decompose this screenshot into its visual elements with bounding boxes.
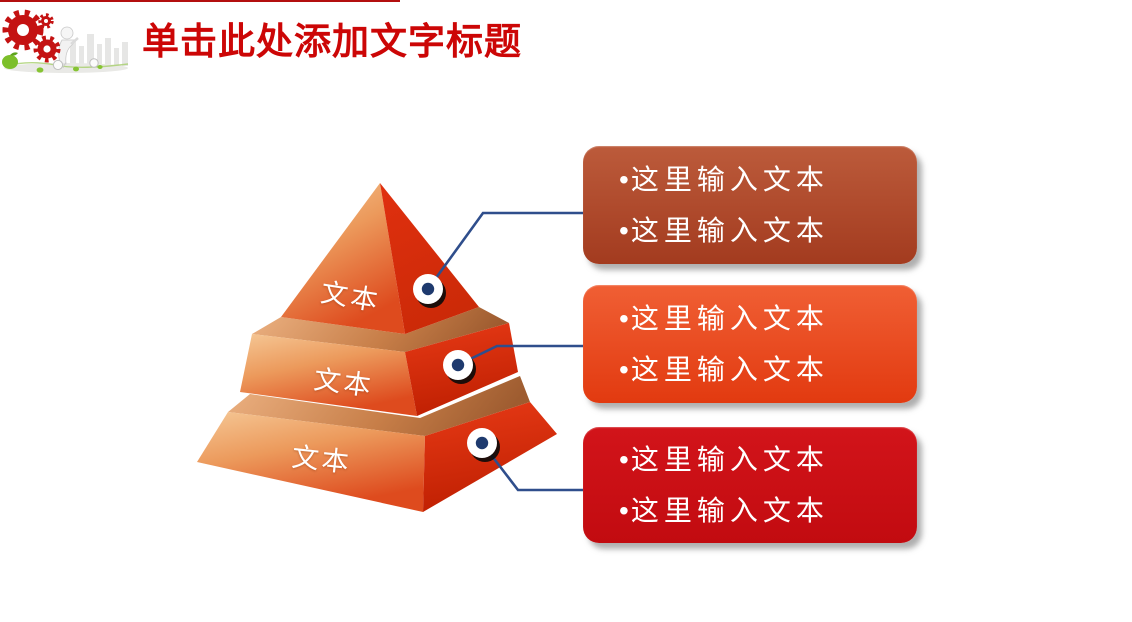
callout-2-text-2: 这里输入文本 <box>630 353 829 385</box>
callout-3-line-1: •这里输入文本 <box>619 443 917 475</box>
node-1-shadow <box>416 278 446 308</box>
slide-title[interactable]: 单击此处添加文字标题 <box>142 21 522 62</box>
bullet-icon: • <box>619 443 629 475</box>
callout-box-1[interactable]: •这里输入文本 •这里输入文本 <box>583 146 917 264</box>
bullet-icon: • <box>619 214 629 246</box>
pyramid-level-2-label[interactable]: 文本 <box>312 364 376 402</box>
red-gears-icon <box>2 9 61 63</box>
callout-2-text-1: 这里输入文本 <box>630 302 829 334</box>
pyramid-level-3-label[interactable]: 文本 <box>290 441 354 479</box>
callout-3-text-1: 这里输入文本 <box>630 443 829 475</box>
node-1-dot <box>421 282 435 296</box>
callout-1-text-2: 这里输入文本 <box>630 214 829 246</box>
callout-box-3[interactable]: •这里输入文本 •这里输入文本 <box>583 427 917 543</box>
pyramid-level-2-right-face <box>405 323 518 416</box>
node-1 <box>413 274 443 304</box>
header-decoration-image <box>2 9 129 73</box>
callout-2-line-2: •这里输入文本 <box>619 353 917 385</box>
connector-nodes <box>413 274 500 462</box>
node-3 <box>467 428 497 458</box>
callout-3-text-2: 这里输入文本 <box>630 494 829 526</box>
green-plant-icon <box>2 52 103 73</box>
node-3-shadow <box>470 432 500 462</box>
callout-box-2[interactable]: •这里输入文本 •这里输入文本 <box>583 285 917 403</box>
pyramid-level-1-right-face <box>380 183 479 334</box>
node-2 <box>443 350 473 380</box>
bullet-icon: • <box>619 302 629 334</box>
node-3-dot <box>475 436 489 450</box>
callout-1-line-2: •这里输入文本 <box>619 214 917 246</box>
pyramid-level-3-right-face <box>423 402 557 512</box>
top-accent-strip <box>0 0 400 2</box>
connector-line-1 <box>426 211 588 290</box>
callout-3-line-2: •这里输入文本 <box>619 494 917 526</box>
bullet-icon: • <box>619 494 629 526</box>
callout-1-text-1: 这里输入文本 <box>630 163 829 195</box>
connector-line-2 <box>457 344 588 367</box>
ground-shadow <box>4 63 128 73</box>
node-2-dot <box>451 358 465 372</box>
bullet-icon: • <box>619 353 629 385</box>
connector-line-3 <box>480 442 588 492</box>
callout-1-line-1: •这里输入文本 <box>619 163 917 195</box>
bullet-icon: • <box>619 163 629 195</box>
node-2-shadow <box>446 354 476 384</box>
pyramid-level-1-label[interactable]: 文本 <box>318 277 383 317</box>
callout-2-line-1: •这里输入文本 <box>619 302 917 334</box>
